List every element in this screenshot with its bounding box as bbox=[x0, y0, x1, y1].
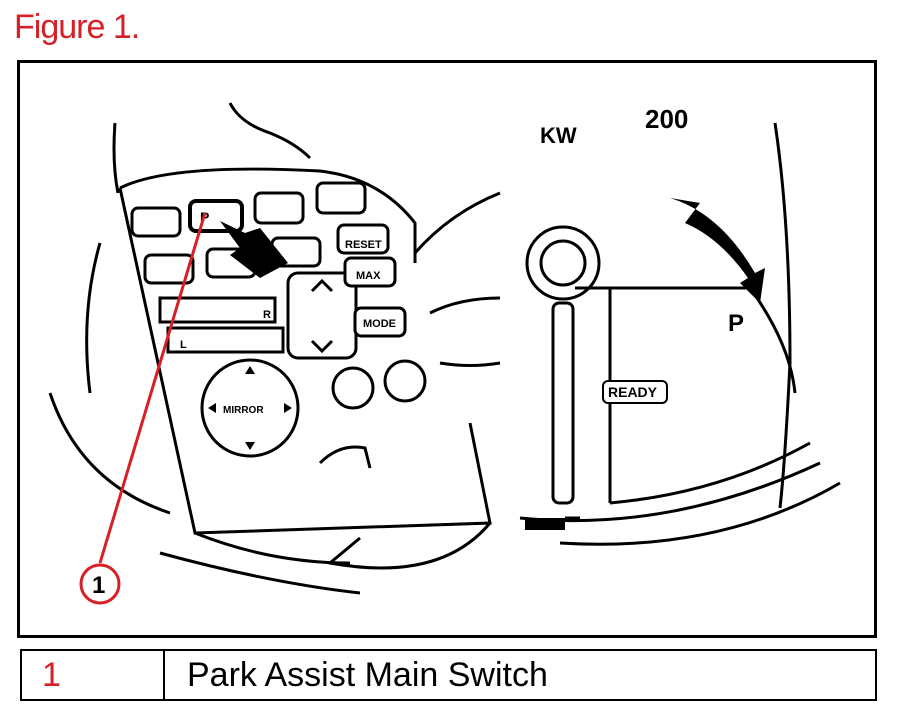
callout-leader-line bbox=[98, 212, 207, 564]
figure-title: Figure 1. bbox=[14, 8, 140, 46]
park-indicator-label: P bbox=[728, 310, 744, 337]
legend-description: Park Assist Main Switch bbox=[187, 656, 548, 694]
meter-bar bbox=[525, 518, 565, 530]
callout-circle bbox=[79, 563, 121, 605]
diagram-frame: P RESET MAX MODE L R MIRROR bbox=[17, 60, 877, 638]
stepper-chevrons bbox=[310, 278, 334, 354]
indicator-arrow bbox=[670, 198, 765, 303]
legend-table: 1 Park Assist Main Switch bbox=[20, 649, 877, 701]
mirror-label: MIRROR bbox=[223, 405, 264, 416]
meter-labels: KW 200 P READY bbox=[540, 104, 744, 404]
max-label: MAX bbox=[356, 270, 381, 282]
mirror-arrows bbox=[208, 366, 292, 450]
right-label: R bbox=[263, 309, 271, 321]
mode-label: MODE bbox=[363, 318, 396, 330]
switch-buttons bbox=[130, 181, 427, 458]
meter-display bbox=[519, 122, 841, 546]
ready-label: READY bbox=[608, 384, 658, 400]
legend-number: 1 bbox=[22, 651, 165, 699]
console-panel bbox=[48, 102, 501, 595]
kw-label: KW bbox=[540, 123, 577, 148]
gauge-partial-label: 200 bbox=[645, 104, 688, 134]
diagram-illustration: P RESET MAX MODE L R MIRROR bbox=[48, 102, 841, 605]
left-label: L bbox=[180, 339, 187, 351]
reset-label: RESET bbox=[345, 239, 382, 251]
callout-number: 1 bbox=[92, 572, 105, 599]
pointer-arrow bbox=[220, 221, 288, 278]
